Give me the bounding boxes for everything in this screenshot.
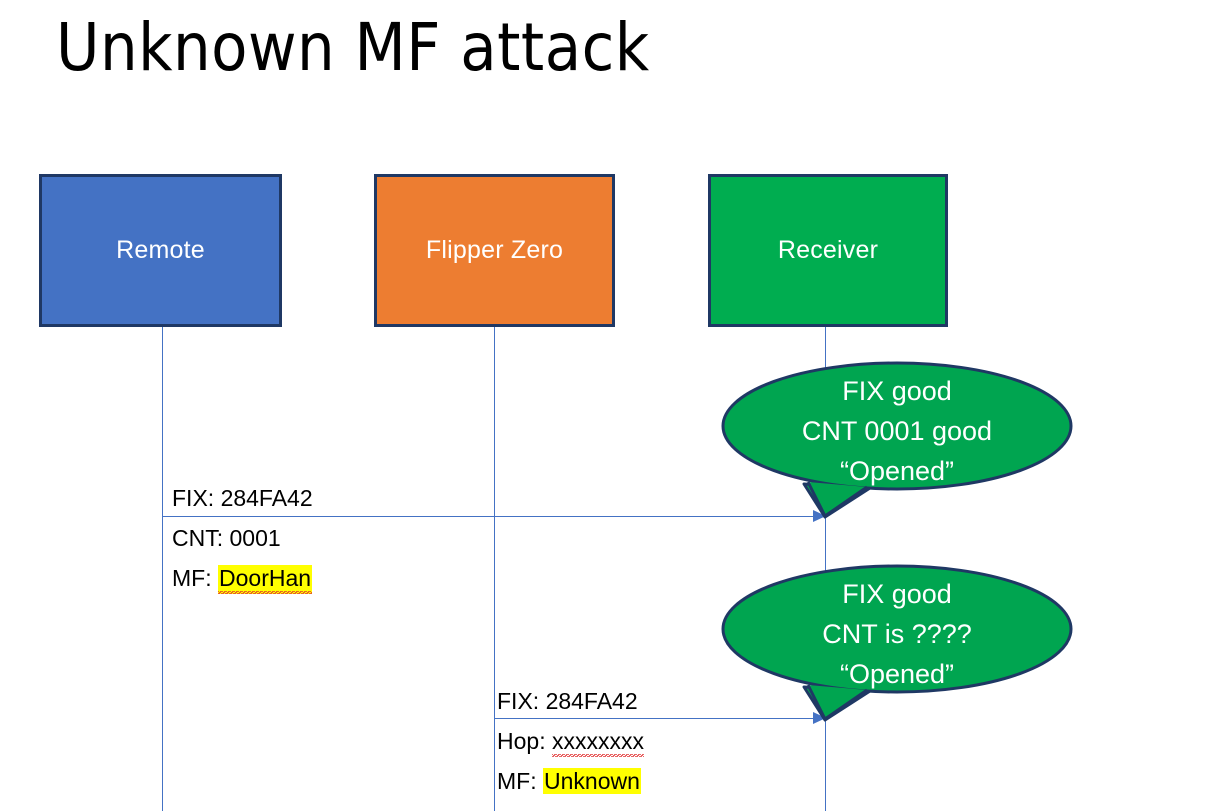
actor-box-remote[interactable]: Remote: [39, 174, 282, 327]
message-label-1: FIX: 284FA42 CNT: 0001 MF: DoorHan: [172, 478, 313, 598]
lifeline-receiver: [825, 327, 826, 811]
message-1-line-2: CNT: 0001: [172, 518, 313, 558]
message-2-line-2: Hop: xxxxxxxx: [497, 721, 644, 761]
message-2-line-1-value: 284FA42: [545, 688, 638, 714]
message-1-line-3: MF: DoorHan: [172, 558, 313, 598]
message-rule-1: [162, 516, 826, 517]
message-2-line-3: MF: Unknown: [497, 761, 644, 801]
message-1-line-2-value: 0001: [229, 525, 281, 551]
message-label-2: FIX: 284FA42 Hop: xxxxxxxx MF: Unknown: [497, 681, 644, 801]
lifeline-flipper: [494, 327, 495, 811]
message-1-line-3-label: MF:: [172, 565, 218, 591]
actor-label-flipper: Flipper Zero: [425, 235, 564, 264]
page-title: Unknown MF attack: [56, 9, 650, 86]
lifeline-remote: [162, 327, 163, 811]
message-2-line-3-label: MF:: [497, 768, 543, 794]
message-2-line-1-label: FIX:: [497, 688, 546, 714]
message-1-line-1: FIX: 284FA42: [172, 478, 313, 518]
message-rule-2: [494, 718, 826, 719]
callout-bubble-1[interactable]: FIX good CNT 0001 good “Opened”: [721, 361, 1074, 522]
message-1-line-1-value: 284FA42: [220, 485, 313, 511]
message-1-line-3-value: DoorHan: [218, 565, 313, 594]
actor-label-remote: Remote: [116, 235, 205, 264]
callout-bubble-2[interactable]: FIX good CNT is ???? “Opened”: [721, 564, 1074, 725]
message-1-line-2-label: CNT:: [172, 525, 230, 551]
message-2-line-2-label: Hop:: [497, 728, 552, 754]
message-2-line-2-value: xxxxxxxx: [551, 728, 644, 757]
callout-shape: [721, 564, 1073, 722]
callout-shape: [721, 361, 1073, 519]
message-2-line-3-value: Unknown: [543, 768, 641, 794]
actor-label-receiver: Receiver: [777, 235, 879, 264]
actor-box-receiver[interactable]: Receiver: [708, 174, 948, 327]
message-2-line-1: FIX: 284FA42: [497, 681, 644, 721]
message-1-line-1-label: FIX:: [172, 485, 221, 511]
actor-box-flipper[interactable]: Flipper Zero: [374, 174, 615, 327]
